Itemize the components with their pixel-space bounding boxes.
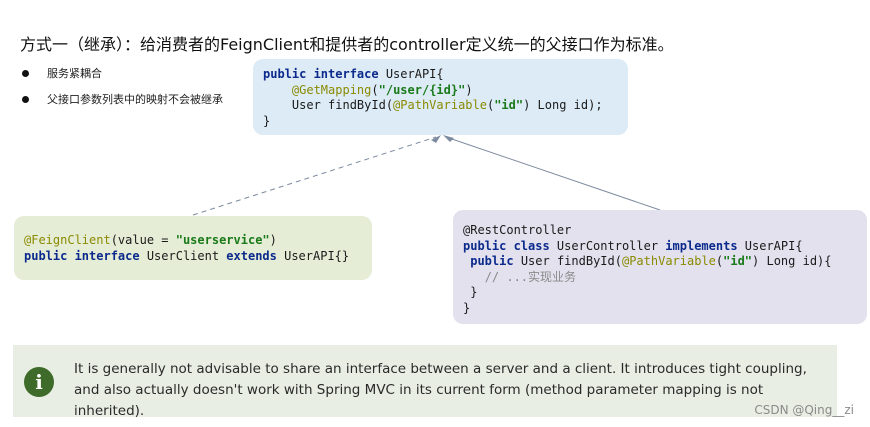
bullet-text: 父接口参数列表中的映射不会被继承 [47,93,223,106]
userapi-interface-box: public interface UserAPI{ @GetMapping("/… [253,59,628,135]
code-line: User findById(@PathVariable("id") Long i… [263,98,603,112]
code-line: } [463,300,471,315]
note-text: It is generally not advisable to share a… [74,361,807,419]
bullet-list: 服务紧耦合 父接口参数列表中的映射不会被继承 [22,60,223,112]
bullet-dot-icon [22,95,29,103]
usercontroller-box: @RestController public class UserControl… [453,210,867,324]
bullet-dot-icon [22,69,29,77]
code-line: public User findById(@PathVariable("id")… [470,254,832,268]
code-line: public interface UserClient extends User… [24,248,350,263]
code-line: } [463,285,478,299]
code-line: @FeignClient(value = "userservice") [24,233,277,247]
info-icon: i [24,367,54,397]
code-line: @RestController [463,223,572,237]
code-line: // ...实现业务 [484,269,577,284]
bullet-text: 服务紧耦合 [47,67,102,80]
code-line: public class UserController implements U… [463,238,803,253]
bullet-item: 服务紧耦合 [22,60,223,86]
code-line: public interface UserAPI{ [263,67,444,81]
watermark: CSDN @Qing__zi [754,403,854,417]
page-title: 方式一（继承）：给消费者的FeignClient和提供者的controller定… [20,35,674,54]
api-arrowhead-icon [431,135,441,143]
bullet-item: 父接口参数列表中的映射不会被继承 [22,86,223,112]
controller-to-api-arrow [445,136,661,211]
code-line: } [263,113,271,128]
client-to-api-arrow [192,136,437,216]
userclient-box: @FeignClient(value = "userservice") publ… [14,216,372,280]
code-line: @GetMapping("/user/{id}") [291,82,473,97]
api-arrowhead-icon [443,135,454,142]
info-note: i It is generally not advisable to share… [13,345,837,419]
